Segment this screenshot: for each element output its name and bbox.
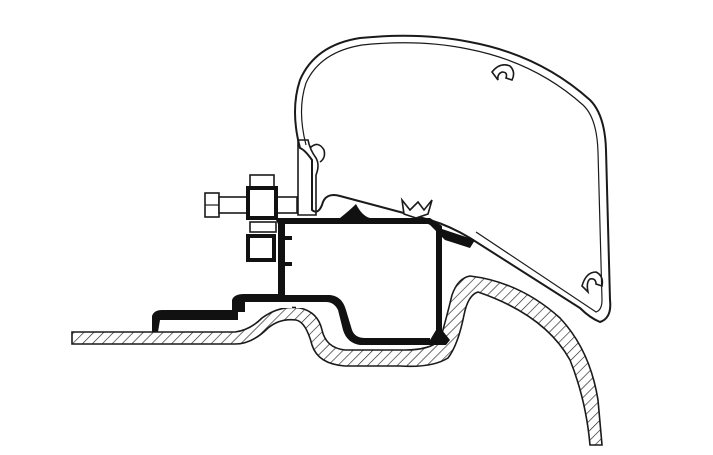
bolt-nut	[249, 174, 275, 188]
bolt	[204, 174, 298, 262]
housing-clip	[297, 139, 326, 216]
awning-housing	[294, 34, 612, 324]
housing-hook-bottom	[581, 271, 604, 295]
wing-connector	[400, 197, 433, 219]
awning-housing-inner-wall	[300, 42, 603, 313]
profile-foot-slots	[160, 304, 308, 329]
nut-block	[246, 186, 278, 220]
washer	[249, 221, 277, 233]
vehicle-roof-panel	[71, 275, 603, 446]
housing-hook-top	[490, 64, 515, 81]
lower-nut	[246, 234, 276, 262]
adapter-profile	[152, 204, 450, 345]
